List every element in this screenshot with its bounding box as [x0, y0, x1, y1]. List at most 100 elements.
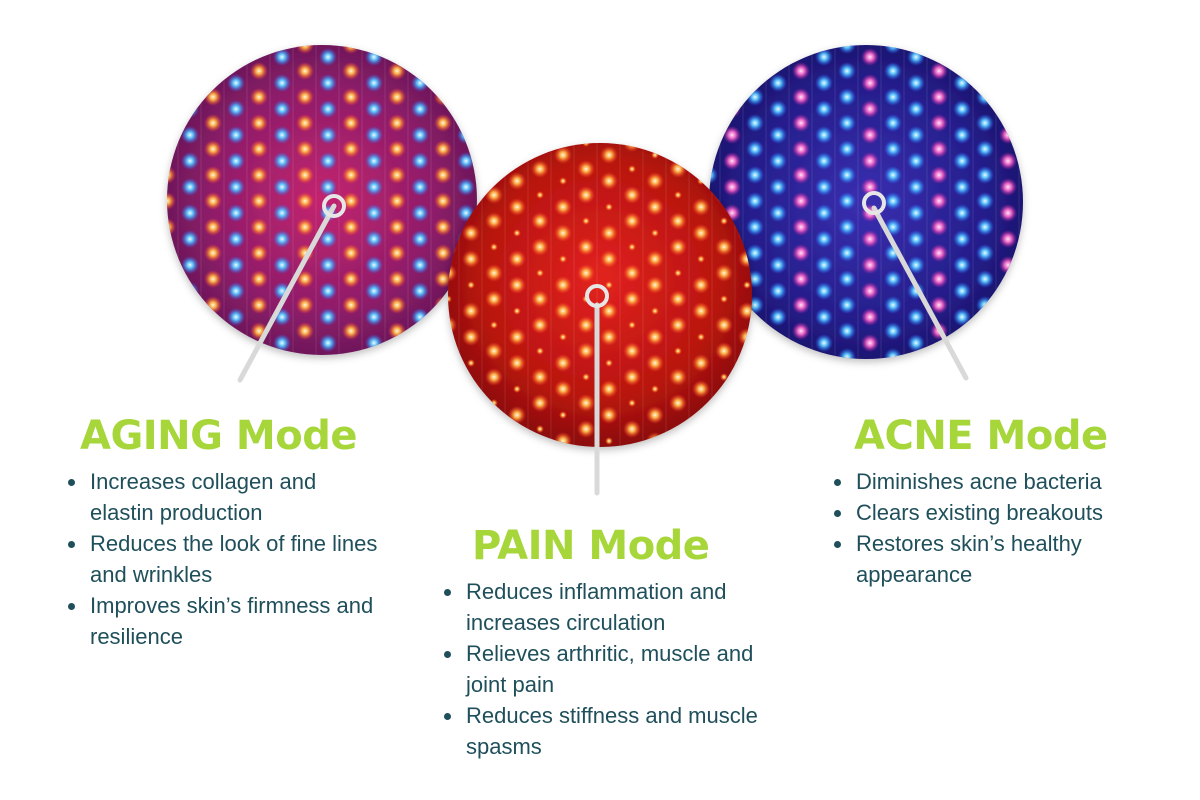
led-light [167, 218, 176, 236]
led-light [715, 238, 733, 256]
list-item: Improves skin’s firmness and resilience [64, 590, 384, 652]
led-light [930, 218, 948, 236]
led-light [434, 114, 452, 132]
led-light [227, 48, 245, 66]
led-light [953, 100, 971, 118]
aging-benefits-list: Increases collagen and elastin productio… [64, 466, 384, 652]
led-light [365, 152, 383, 170]
led-light [559, 411, 567, 419]
led-light [907, 204, 925, 222]
led-light [250, 62, 268, 80]
led-light [600, 328, 618, 346]
led-light [792, 88, 810, 106]
led-light [976, 166, 994, 184]
led-light [838, 296, 856, 314]
led-light [605, 437, 613, 445]
led-light [815, 308, 833, 326]
led-light [720, 295, 728, 303]
led-light [296, 140, 314, 158]
led-light [204, 270, 222, 288]
led-light [559, 255, 567, 263]
led-light [884, 62, 902, 80]
led-light [746, 62, 764, 80]
led-light [250, 244, 268, 262]
led-light [674, 191, 682, 199]
led-light [554, 146, 572, 164]
led-light [838, 270, 856, 288]
led-light [792, 114, 810, 132]
led-light [273, 100, 291, 118]
led-light [181, 256, 199, 274]
led-light [411, 334, 429, 352]
led-light [907, 100, 925, 118]
led-light [907, 308, 925, 326]
led-light [769, 204, 787, 222]
list-item: Increases collagen and elastin productio… [64, 466, 384, 528]
led-light [513, 385, 521, 393]
led-light [554, 224, 572, 242]
led-light [674, 425, 682, 433]
led-light [508, 172, 526, 190]
led-light [692, 302, 710, 320]
led-light [884, 296, 902, 314]
led-light [715, 264, 733, 282]
led-light [462, 328, 480, 346]
led-light [646, 172, 664, 190]
led-light [167, 296, 176, 314]
led-light [365, 256, 383, 274]
led-light [181, 74, 199, 92]
led-light [167, 322, 176, 340]
led-light [250, 218, 268, 236]
led-light [536, 347, 544, 355]
led-light [508, 432, 526, 447]
list-item: Clears existing breakouts [830, 497, 1170, 528]
led-light [227, 282, 245, 300]
led-light [508, 250, 526, 268]
led-light [692, 354, 710, 372]
list-item: Diminishes acne bacteria [830, 466, 1170, 497]
led-light [531, 368, 549, 386]
led-light [674, 347, 682, 355]
led-light [769, 74, 787, 92]
led-light [554, 198, 572, 216]
pain-mode-block: PAIN Mode Reduces inflammation and incre… [440, 524, 780, 762]
led-light [976, 45, 994, 54]
led-light [490, 165, 498, 173]
led-light [623, 212, 641, 230]
led-light [204, 88, 222, 106]
led-light [976, 114, 994, 132]
led-light [769, 100, 787, 118]
led-light [769, 282, 787, 300]
led-light [273, 256, 291, 274]
list-item: Reduces stiffness and muscle spasms [440, 700, 780, 762]
led-light [457, 100, 475, 118]
led-light [577, 186, 595, 204]
led-light [692, 146, 710, 164]
led-light [930, 114, 948, 132]
led-light [815, 178, 833, 196]
led-light [342, 244, 360, 262]
led-light [554, 276, 572, 294]
led-light [953, 308, 971, 326]
led-light [319, 256, 337, 274]
led-light [884, 270, 902, 288]
led-light [723, 152, 741, 170]
led-light [167, 114, 176, 132]
led-light [342, 296, 360, 314]
list-item: Reduces inflammation and increases circu… [440, 576, 780, 638]
led-light [738, 380, 752, 398]
led-light [554, 380, 572, 398]
led-light [388, 88, 406, 106]
led-light [692, 276, 710, 294]
led-light [976, 322, 994, 340]
led-light [411, 308, 429, 326]
led-light [204, 62, 222, 80]
led-light [319, 152, 337, 170]
led-light [204, 45, 222, 54]
led-light [709, 114, 718, 132]
led-light [838, 45, 856, 54]
led-light [457, 126, 475, 144]
led-light [669, 143, 687, 152]
led-light [411, 48, 429, 66]
led-light [976, 218, 994, 236]
